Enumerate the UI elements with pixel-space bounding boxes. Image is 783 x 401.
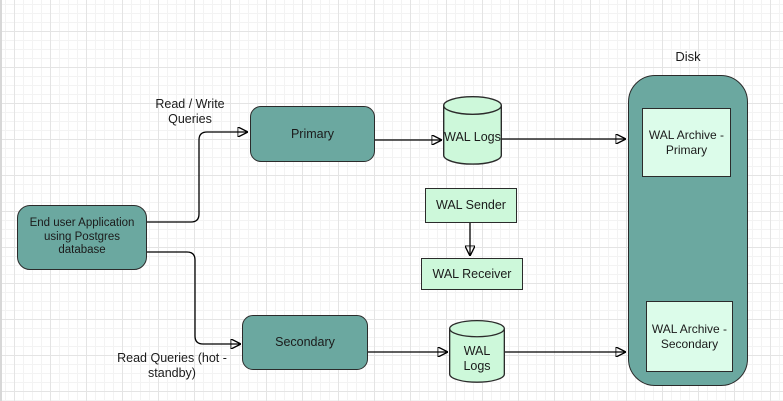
database-cylinder-icon: [443, 96, 502, 165]
secondary-node[interactable]: Secondary: [242, 315, 368, 370]
wal-logs-secondary-label: WAL Logs: [463, 344, 491, 373]
wal-archive-secondary-node[interactable]: WAL Archive - Secondary: [646, 301, 733, 372]
database-cylinder-icon: [449, 320, 505, 383]
canvas-left-edge: [0, 0, 2, 401]
wal-logs-primary-cylinder[interactable]: WAL Logs: [443, 96, 502, 165]
wal-sender-node[interactable]: WAL Sender: [425, 188, 517, 223]
wal-receiver-label: WAL Receiver: [432, 266, 512, 281]
end-user-application-node[interactable]: End user Application using Postgres data…: [17, 205, 147, 270]
edge-enduser-secondary[interactable]: [147, 251, 240, 344]
wal-archive-primary-label: WAL Archive - Primary: [648, 128, 725, 157]
primary-node[interactable]: Primary: [250, 106, 375, 162]
disk-label: Disk: [675, 49, 701, 64]
read-queries-hot-standby-edge-label: Read Queries (hot - standby): [117, 351, 227, 380]
wal-sender-label: WAL Sender: [436, 198, 506, 213]
wal-receiver-node[interactable]: WAL Receiver: [421, 258, 523, 290]
wal-archive-primary-node[interactable]: WAL Archive - Primary: [642, 108, 731, 177]
end-user-application-label: End user Application using Postgres data…: [29, 217, 135, 257]
secondary-label: Secondary: [275, 335, 335, 350]
read-write-queries-edge-label: Read / Write Queries: [155, 97, 225, 126]
primary-label: Primary: [290, 126, 335, 141]
wal-logs-primary-label: WAL Logs: [444, 130, 501, 145]
edge-enduser-primary[interactable]: [147, 132, 247, 223]
wal-logs-secondary-cylinder[interactable]: WAL Logs: [449, 320, 505, 383]
wal-archive-secondary-label: WAL Archive - Secondary: [651, 322, 728, 351]
